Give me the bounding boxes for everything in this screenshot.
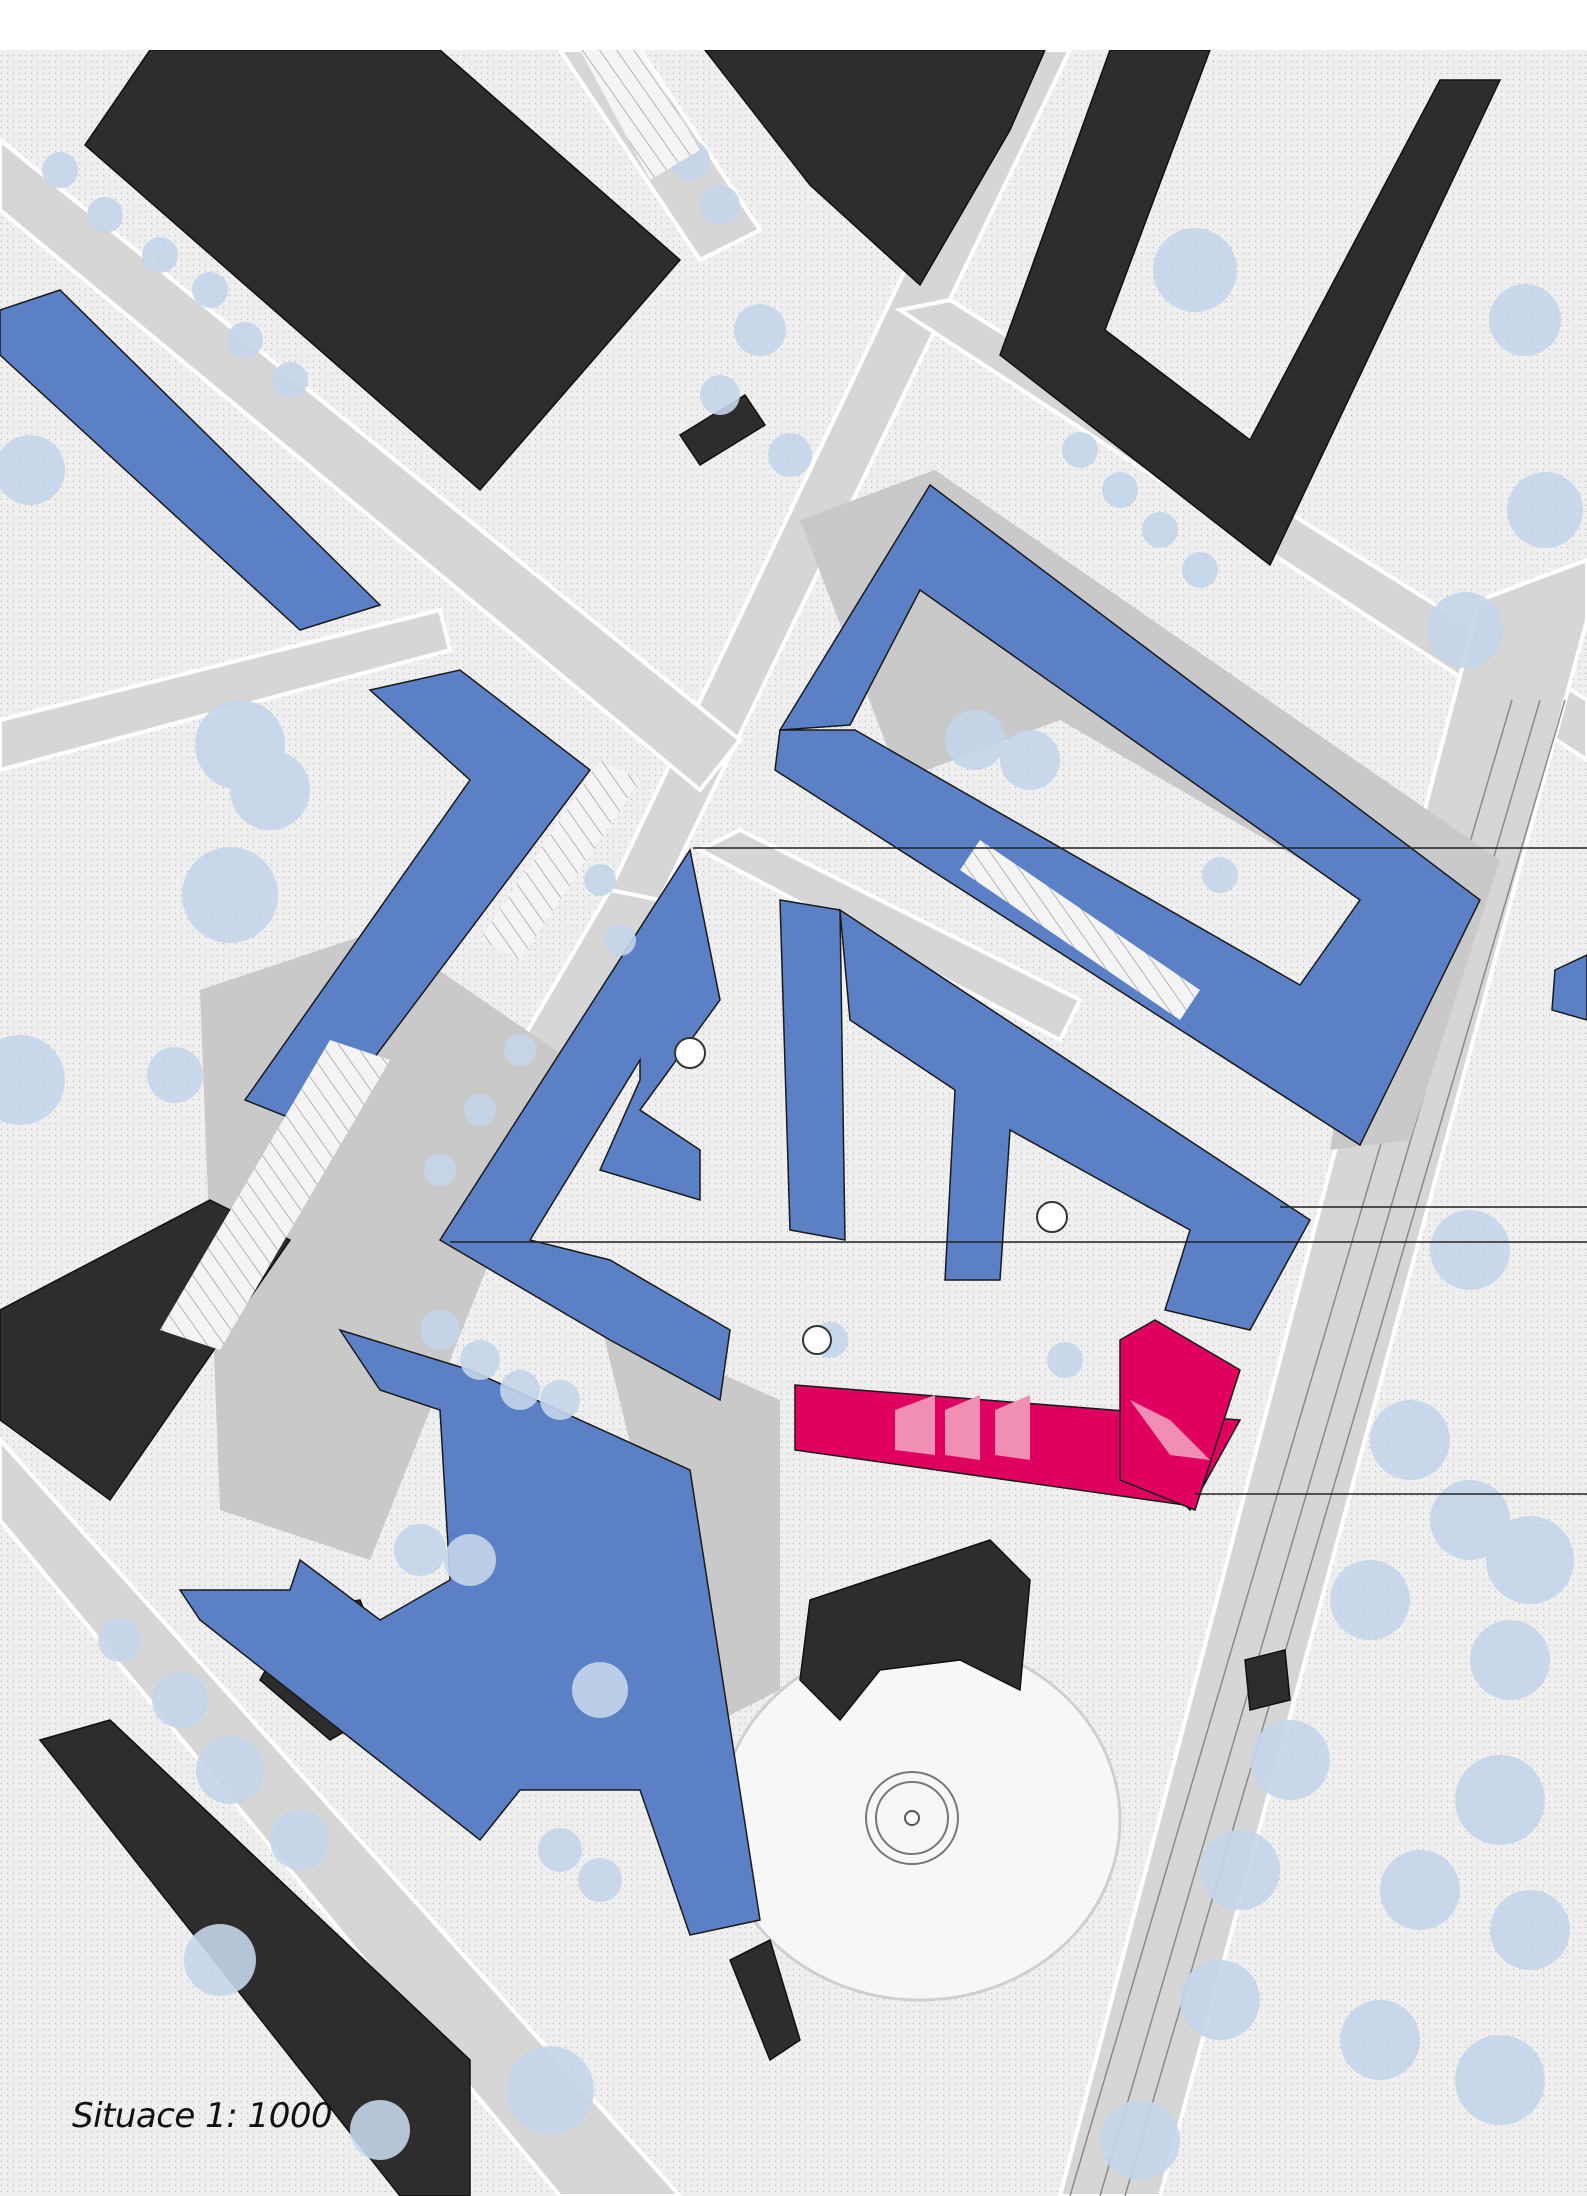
existing-small-east [1244, 1649, 1291, 1711]
proposed-finger-1 [779, 899, 846, 1241]
marker-icon [802, 1325, 832, 1355]
proposed-bar-west [0, 289, 382, 631]
marker-icon [674, 1037, 706, 1069]
scale-label: Situace 1: 1000 [72, 2096, 333, 2136]
highlighted-building [794, 1319, 1242, 1512]
proposed-finger-2 [839, 908, 1311, 1331]
proposed-block-north [774, 483, 1481, 1147]
fountain [865, 1771, 959, 1865]
plaza [718, 1638, 1122, 2002]
existing-l-block-ne [999, 50, 1502, 567]
plaza-markers [674, 1037, 1068, 1355]
street-sw [0, 1437, 683, 2196]
street-nw-1 [0, 137, 743, 793]
existing-block-nw [84, 50, 682, 492]
proposed-buildings [0, 289, 1587, 1936]
parking-hatches [160, 50, 1200, 1350]
marker-icon [1036, 1201, 1068, 1233]
existing-crescent [799, 1539, 1031, 1722]
trees [0, 95, 1583, 2180]
street-west [0, 607, 453, 773]
leader-lines [450, 847, 1587, 1495]
proposed-comb-block [438, 848, 731, 1402]
proposed-u-block-south [178, 1328, 761, 1936]
existing-small-south [729, 1938, 801, 2062]
existing-block-n [704, 50, 1046, 287]
proposed-small-east [1551, 954, 1587, 1021]
